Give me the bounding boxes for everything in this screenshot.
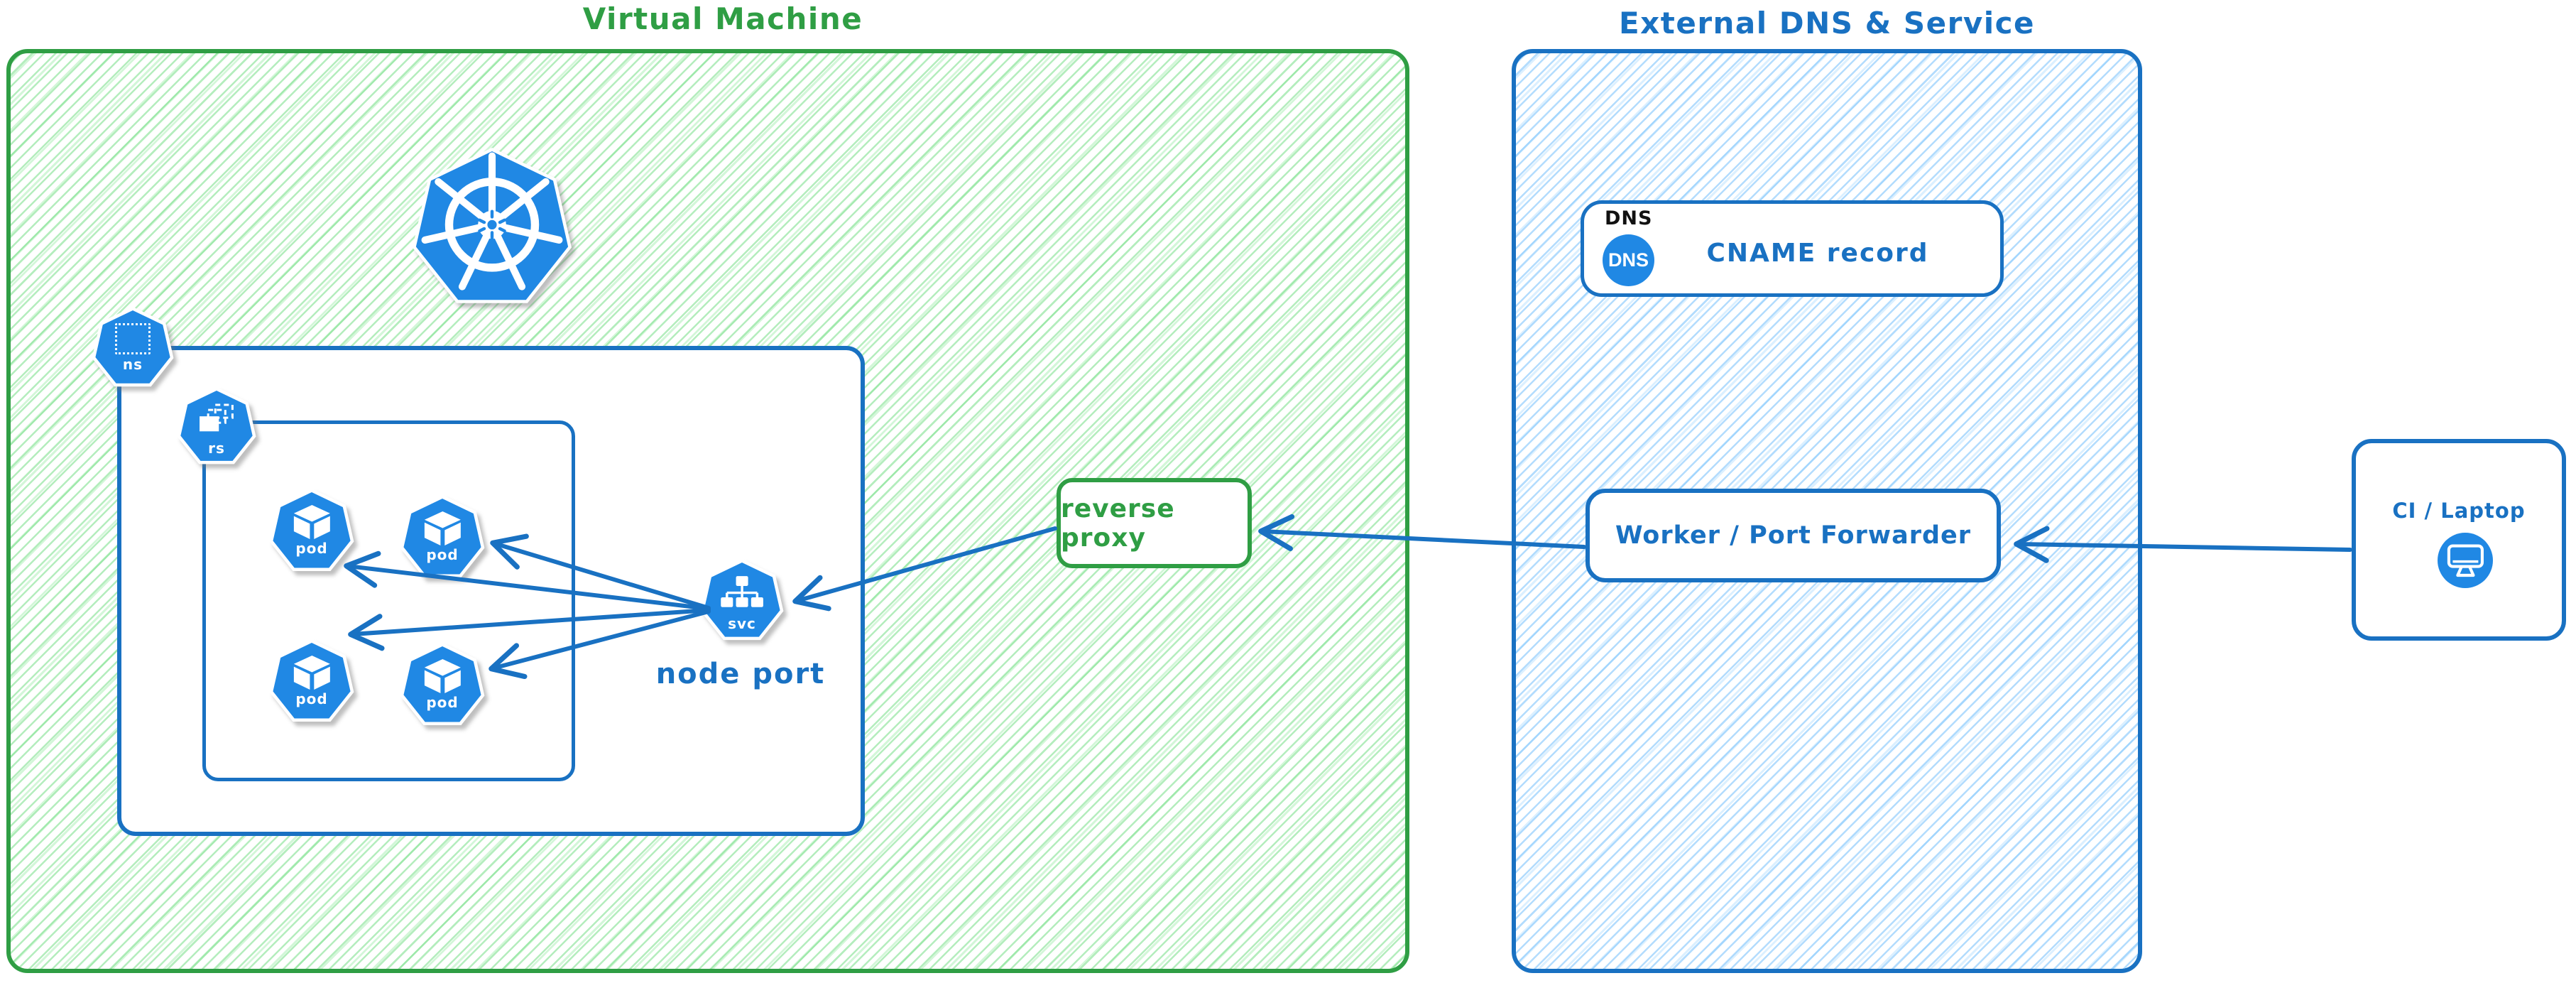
pod-icon: pod xyxy=(399,495,486,582)
worker-port-forwarder-label: Worker / Port Forwarder xyxy=(1615,521,1972,550)
dns-badge-icon: DNS xyxy=(1603,234,1654,286)
pod-cube-glyph xyxy=(424,658,461,693)
dns-badge-label: DNS xyxy=(1608,249,1649,271)
replicaset-rects-glyph xyxy=(199,403,234,431)
worker-port-forwarder-box: Worker / Port Forwarder xyxy=(1586,489,2001,582)
namespace-icon-label: ns xyxy=(122,355,143,373)
monitor-glyph xyxy=(2447,544,2484,577)
pod-icon-label: pod xyxy=(426,694,459,712)
replicaset-box xyxy=(202,420,575,781)
pod-icon-fill: pod xyxy=(403,646,481,722)
pod-icon-label: pod xyxy=(426,546,459,564)
external-dns-service-title: External DNS & Service xyxy=(1618,6,2036,40)
pod-icon-shell: pod xyxy=(400,643,485,726)
service-icon-fill: svc xyxy=(704,563,780,637)
service-icon: svc xyxy=(699,559,785,644)
pod-icon-shell: pod xyxy=(269,639,354,722)
ci-laptop-label: CI / Laptop xyxy=(2392,499,2526,523)
cname-record-label: CNAME record xyxy=(1706,239,1929,268)
replicaset-icon-label: rs xyxy=(208,439,225,457)
pod-icon-shell: pod xyxy=(269,489,354,572)
kubernetes-logo-shell xyxy=(412,148,572,303)
replicaset-icon-shell: rs xyxy=(177,387,256,465)
namespace-dotted-square-glyph xyxy=(115,323,151,354)
namespace-icon: ns xyxy=(91,307,175,391)
pod-icon-label: pod xyxy=(295,540,328,558)
dns-tag: DNS xyxy=(1605,207,1653,229)
service-icon-label: svc xyxy=(728,615,756,633)
kubernetes-logo-icon xyxy=(410,148,574,311)
service-icon-shell: svc xyxy=(700,559,784,641)
namespace-icon-fill: ns xyxy=(95,310,170,384)
pod-icon-shell: pod xyxy=(400,495,485,578)
replicaset-icon: rs xyxy=(176,387,257,468)
monitor-icon xyxy=(2438,533,2493,588)
pod-cube-glyph xyxy=(424,511,461,545)
virtual-machine-title: Virtual Machine xyxy=(582,1,863,36)
kubernetes-logo-fill xyxy=(415,151,569,300)
reverse-proxy-label: reverse proxy xyxy=(1061,494,1175,553)
pod-icon-label: pod xyxy=(295,690,328,708)
replicaset-icon-fill: rs xyxy=(180,391,253,461)
pod-cube-glyph xyxy=(293,655,330,690)
node-port-caption: node port xyxy=(655,658,826,690)
pod-icon-fill: pod xyxy=(403,499,481,575)
kubernetes-wheel-glyph xyxy=(421,152,563,290)
pod-icon: pod xyxy=(268,639,355,726)
pod-icon-fill: pod xyxy=(273,643,351,719)
pod-cube-glyph xyxy=(293,504,330,539)
pod-icon-fill: pod xyxy=(273,492,351,568)
reverse-proxy-box: reverse proxy xyxy=(1057,478,1252,568)
pod-icon: pod xyxy=(399,643,486,729)
service-tree-glyph xyxy=(721,575,763,607)
namespace-icon-shell: ns xyxy=(92,307,174,387)
pod-icon: pod xyxy=(268,489,355,575)
